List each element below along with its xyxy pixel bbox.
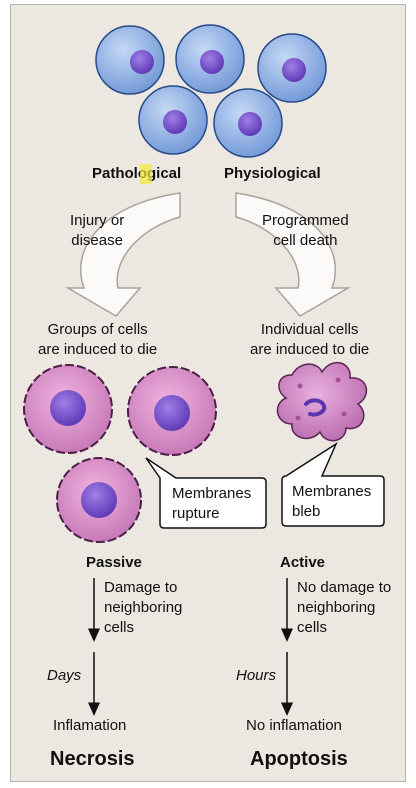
no-damage-label: No damage to neighboring cells bbox=[297, 579, 392, 636]
highlight-mark bbox=[140, 164, 152, 184]
injury-label: Injury or disease bbox=[70, 212, 125, 249]
physiological-curved-arrow bbox=[235, 192, 351, 317]
physiological-label: Physiological bbox=[224, 165, 321, 182]
pathological-label: Pathological bbox=[92, 165, 182, 182]
inflammation-label: Inflamation bbox=[53, 717, 127, 734]
necrotic-cell-3 bbox=[56, 457, 142, 543]
active-label: Active bbox=[280, 554, 326, 571]
normal-cell-1 bbox=[95, 25, 165, 95]
membranes-rupture-label: Membranes rupture bbox=[172, 485, 252, 522]
membranes-bleb-label: Membranes bleb bbox=[292, 483, 372, 520]
hours-label: Hours bbox=[236, 667, 277, 684]
pathological-curved-arrow bbox=[65, 192, 181, 317]
normal-cell-2 bbox=[175, 24, 245, 94]
necrotic-cell-2 bbox=[127, 366, 217, 456]
days-label: Days bbox=[47, 667, 82, 684]
normal-cell-4 bbox=[138, 85, 208, 155]
groups-label: Groups of cells are induced to die bbox=[38, 321, 158, 358]
necrosis-label: Necrosis bbox=[50, 748, 135, 770]
programmed-label: Programmed cell death bbox=[262, 212, 349, 249]
apoptosis-label: Apoptosis bbox=[250, 748, 348, 770]
necrotic-cell-1 bbox=[23, 364, 113, 454]
no-inflammation-label: No inflamation bbox=[246, 717, 342, 734]
normal-cell-5 bbox=[213, 88, 283, 158]
normal-cell-3 bbox=[257, 33, 327, 103]
normal-cells bbox=[95, 24, 327, 158]
apoptotic-cell bbox=[276, 361, 368, 442]
individual-label: Individual cells are induced to die bbox=[250, 321, 370, 358]
damage-label: Damage to neighboring cells bbox=[104, 579, 183, 636]
membranes-bleb-callout bbox=[281, 442, 385, 527]
passive-label: Passive bbox=[86, 554, 142, 571]
membranes-rupture-callout bbox=[145, 457, 267, 529]
